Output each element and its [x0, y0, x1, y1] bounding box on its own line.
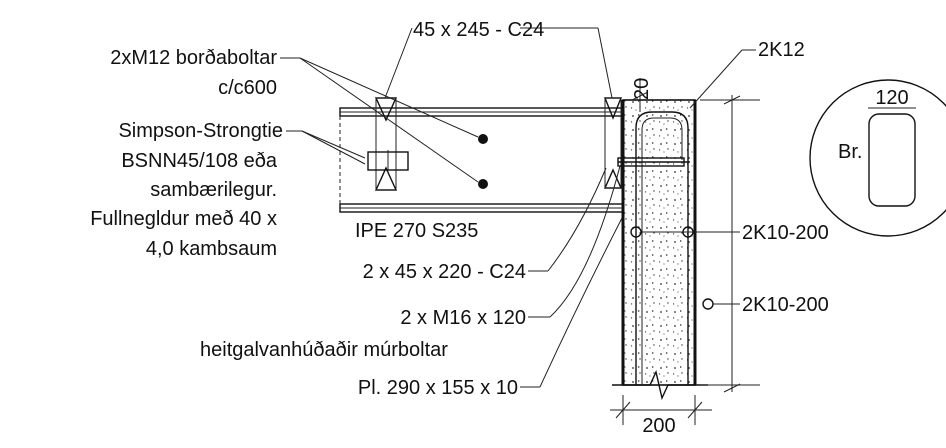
bolt-dots	[478, 134, 488, 189]
annotations: 2xM12 borðaboltar c/c600 Simpson-Strongt…	[90, 19, 908, 437]
label-connector-1: Simpson-Strongtie	[118, 120, 283, 142]
label-timber-side: 2 x 45 x 220 - C24	[363, 261, 526, 283]
label-detail-br: Br.	[838, 141, 862, 163]
label-plate: Pl. 290 x 155 x 10	[358, 377, 518, 399]
label-detail-120: 120	[875, 87, 908, 109]
label-connector-3: sambærilegur.	[150, 179, 277, 201]
label-beam: IPE 270 S235	[355, 220, 478, 242]
label-nailing-1: Fullnegldur með 40 x	[90, 208, 277, 230]
label-nailing-2: 4,0 kambsaum	[146, 238, 277, 260]
wall-reinforcement	[630, 95, 760, 393]
label-dim-wall: 200	[642, 415, 675, 437]
ipe-beam	[339, 107, 624, 213]
simpson-connector	[367, 150, 409, 172]
label-connector-2: BSNN45/108 eða	[121, 150, 278, 172]
concrete-wall	[612, 99, 708, 401]
label-timber-top: 45 x 245 - C24	[413, 19, 544, 41]
label-rebar-low: 2K10-200	[742, 294, 829, 316]
label-dim-20: 20	[631, 78, 653, 100]
leader-lines	[280, 27, 756, 425]
label-bolts: 2xM12 borðaboltar	[110, 47, 277, 69]
timber-45x245	[374, 97, 623, 191]
label-anchor-2: heitgalvanhúðaðir múrboltar	[200, 339, 448, 361]
anchor-bolts	[617, 157, 690, 167]
rebar-detail-circle	[809, 79, 946, 237]
label-rebar-mid: 2K10-200	[742, 222, 829, 244]
label-rebar-top: 2K12	[758, 39, 805, 61]
label-anchor-1: 2 x M16 x 120	[400, 307, 526, 329]
label-bolt-spacing: c/c600	[218, 77, 277, 99]
